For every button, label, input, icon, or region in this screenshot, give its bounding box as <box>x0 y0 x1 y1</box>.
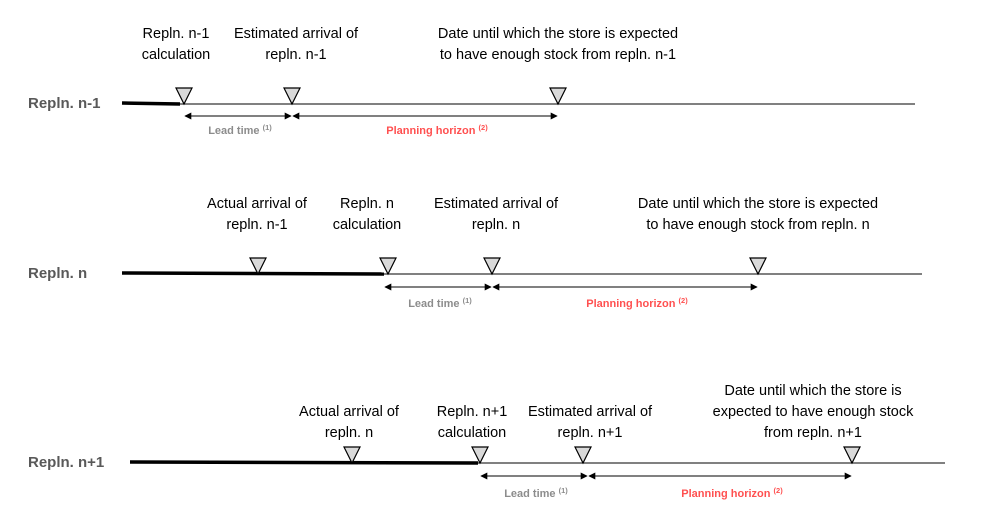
marker-triangle-calculation <box>471 446 489 465</box>
planning-horizon-note: (2) <box>679 296 689 305</box>
row-label: Repln. n+1 <box>28 454 104 471</box>
planning-horizon-label: Planning horizon (2) <box>681 486 783 500</box>
lead-time-label: Lead time (1) <box>408 296 472 310</box>
planning-horizon-text: Planning horizon <box>386 125 478 137</box>
annotation-line: calculation <box>142 47 211 63</box>
lead-time-label: Lead time (1) <box>504 486 568 500</box>
annotation-line: repln. n-1 <box>226 217 287 233</box>
annotation-line: expected to have enough stock <box>713 404 914 420</box>
annotation-line: Estimated arrival of <box>234 26 359 42</box>
annotation-line: Date until which the store is expected <box>638 196 878 212</box>
annotation-line: Actual arrival of <box>207 196 308 212</box>
annotation-line: calculation <box>438 425 507 441</box>
annotation-stock-until: Date until which the store is expected to… <box>438 26 678 63</box>
annotation-line: Repln. n <box>340 196 394 212</box>
annotation-actual-arrival: Actual arrival of repln. n-1 <box>207 196 308 233</box>
annotation-estimated-arrival: Estimated arrival of repln. n+1 <box>528 404 653 441</box>
planning-horizon-note: (2) <box>774 486 784 495</box>
annotation-estimated-arrival: Estimated arrival of repln. n <box>434 196 559 233</box>
lead-time-text: Lead time <box>504 488 558 500</box>
annotation-line: to have enough stock from repln. n <box>646 217 869 233</box>
lead-time-note: (1) <box>463 296 473 305</box>
annotation-line: repln. n <box>325 425 373 441</box>
marker-triangle-calculation <box>175 87 193 106</box>
planning-horizon-label: Planning horizon (2) <box>386 123 488 137</box>
marker-triangle-actual-arrival <box>249 257 267 276</box>
lead-time-text: Lead time <box>408 298 462 310</box>
timeline-past-segment <box>121 101 181 106</box>
annotation-line: Date until which the store is expected <box>438 26 678 42</box>
lead-time-text: Lead time <box>208 125 262 137</box>
timeline-past-segment <box>129 460 479 465</box>
annotation-line: Estimated arrival of <box>528 404 653 420</box>
marker-triangle-stock-until <box>749 257 767 276</box>
annotation-calculation: Repln. n+1 calculation <box>437 404 508 441</box>
lead-time-label: Lead time (1) <box>208 123 272 137</box>
annotation-stock-until: Date until which the store is expected to… <box>638 196 878 233</box>
marker-triangle-estimated-arrival <box>574 446 592 465</box>
annotation-line: calculation <box>333 217 402 233</box>
annotation-estimated-arrival: Estimated arrival of repln. n-1 <box>234 26 359 63</box>
timeline-row-3: Repln. n+1 Actual arrival of repln. n Repln… <box>28 383 945 500</box>
planning-horizon-text: Planning horizon <box>586 298 678 310</box>
timeline-past-segment <box>121 271 385 276</box>
marker-triangle-stock-until <box>549 87 567 106</box>
annotation-line: Date until which the store is <box>724 383 901 399</box>
annotation-calculation: Repln. n-1 calculation <box>142 26 211 63</box>
annotation-calculation: Repln. n calculation <box>333 196 402 233</box>
annotation-stock-until: Date until which the store is expected to… <box>713 383 914 441</box>
annotation-line: Repln. n-1 <box>143 26 210 42</box>
lead-time-note: (1) <box>559 486 569 495</box>
planning-horizon-label: Planning horizon (2) <box>586 296 688 310</box>
marker-triangle-estimated-arrival <box>283 87 301 106</box>
marker-triangle-stock-until <box>843 446 861 465</box>
annotation-line: Actual arrival of <box>299 404 400 420</box>
annotation-line: repln. n-1 <box>265 47 326 63</box>
annotation-line: repln. n+1 <box>558 425 623 441</box>
planning-horizon-text: Planning horizon <box>681 488 773 500</box>
annotation-line: Estimated arrival of <box>434 196 559 212</box>
marker-triangle-actual-arrival <box>343 446 361 465</box>
row-label: Repln. n-1 <box>28 95 101 112</box>
planning-horizon-note: (2) <box>479 123 489 132</box>
annotation-line: from repln. n+1 <box>764 425 862 441</box>
annotation-actual-arrival: Actual arrival of repln. n <box>299 404 400 441</box>
marker-triangle-calculation <box>379 257 397 276</box>
annotation-line: Repln. n+1 <box>437 404 508 420</box>
lead-time-note: (1) <box>263 123 273 132</box>
row-label: Repln. n <box>28 265 87 282</box>
marker-triangle-estimated-arrival <box>483 257 501 276</box>
annotation-line: repln. n <box>472 217 520 233</box>
annotation-line: to have enough stock from repln. n-1 <box>440 47 676 63</box>
